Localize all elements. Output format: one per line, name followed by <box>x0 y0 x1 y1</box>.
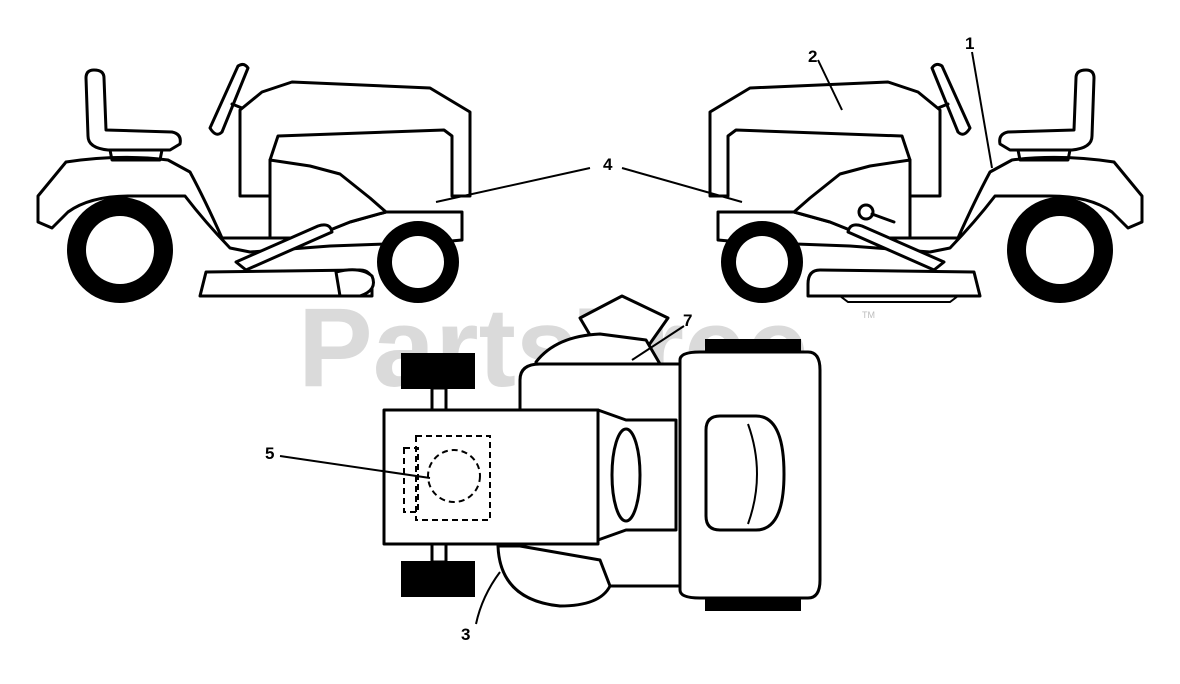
callout-5[interactable]: 5 <box>265 444 274 463</box>
callout-3[interactable]: 3 <box>461 625 470 644</box>
callout-4[interactable]: 4 <box>603 155 613 174</box>
callout-7[interactable]: 7 <box>683 311 692 330</box>
tractor-right-side-view <box>708 62 1144 303</box>
tractor-left-side-view <box>36 62 472 303</box>
callout-2[interactable]: 2 <box>808 47 817 66</box>
leader-lines <box>279 51 993 625</box>
watermark-trademark: TM <box>862 310 875 320</box>
tractor-top-view <box>382 294 822 611</box>
callout-1[interactable]: 1 <box>965 34 974 53</box>
